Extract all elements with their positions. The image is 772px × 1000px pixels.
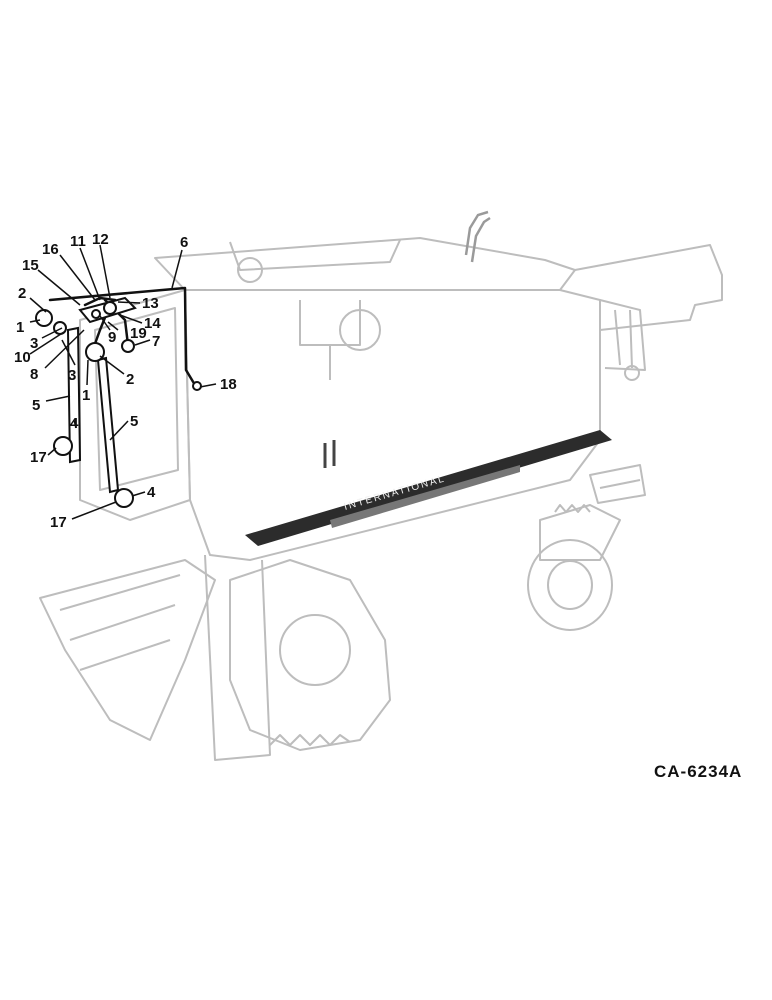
callout-14: 14 [144,315,161,332]
callout-4b: 4 [147,484,156,501]
leader-lines [29,244,217,520]
leader-4a [73,419,77,429]
callout-1b: 1 [82,387,90,404]
lamp-nut-left [53,321,67,335]
leader-18 [199,383,217,388]
callout-6: 6 [180,234,188,251]
leader-17b [71,501,117,520]
callout-9: 9 [108,329,116,346]
front-drive-wheel [229,559,391,751]
switch-body [91,309,101,319]
leader-2a [29,297,47,313]
callout-16: 16 [42,241,59,258]
callout-1a: 1 [16,319,24,336]
engine-detail [339,309,381,351]
lamp-arm-right [96,356,120,494]
lamp-right-upper [85,342,105,362]
leader-8 [44,329,85,369]
flood-lamp-right [114,488,134,508]
cab-window [94,307,179,491]
auger-pivot [624,365,640,381]
rear-wheel [527,539,613,631]
leader-2b [99,355,125,375]
leader-12 [99,244,111,299]
step-ladder [589,464,646,504]
deck-detail [237,257,263,283]
callout-11: 11 [70,233,86,250]
callout-3a: 3 [30,335,38,352]
leader-1a [29,319,41,323]
lamp-arm-left [66,326,82,464]
frame-leg [204,554,271,761]
callout-8: 8 [30,366,38,383]
callout-5b: 5 [130,413,138,430]
lamp-wiring-assembly [35,286,202,508]
leader-17a [47,447,57,456]
lamp-left-upper [35,309,53,327]
leader-14 [119,314,143,324]
leader-5a [45,395,71,402]
callout-2a: 2 [18,285,26,302]
callout-12: 12 [92,231,109,248]
wire-grommet [121,339,135,353]
callout-2b: 2 [126,371,134,388]
callout-labels: 16 11 12 6 15 13 2 9 14 19 1 3 7 10 8 3 … [14,231,237,531]
flood-lamp-left [53,436,73,456]
wheel-hub [279,614,351,686]
figure-reference-code: CA-6234A [654,762,742,781]
leader-4b [131,491,146,497]
callout-5a: 5 [32,397,40,414]
auger-support [599,299,646,371]
rear-hub [547,560,593,610]
leader-6 [171,249,183,289]
harness-wire [48,286,197,387]
wire-connector [192,381,202,391]
leader-13 [117,301,141,304]
leader-3b [61,339,76,366]
callout-3b: 3 [68,367,76,384]
leader-7 [134,339,151,346]
tire-tread [269,734,351,746]
engine-housing [299,300,361,380]
leader-9 [99,315,111,331]
leader-1b [86,359,89,386]
rear-axle-box [539,504,621,561]
tank-extension [229,239,401,271]
leader-11 [79,247,101,301]
switch-knob [103,301,117,315]
grain-tank-body [184,289,601,561]
callout-4a: 4 [70,415,79,432]
callout-18: 18 [220,376,237,393]
header-platform [39,559,216,741]
callout-7: 7 [152,333,160,350]
rear-gear [554,504,591,513]
side-stripe [245,430,612,546]
leader-3a [41,327,63,339]
header-reel [59,574,181,671]
callout-17a: 17 [30,449,47,466]
callout-15: 15 [22,257,39,274]
stripe-highlight [330,465,520,528]
leader-5b [109,420,129,441]
callout-10: 10 [14,349,31,366]
callout-13: 13 [142,295,159,312]
callout-17b: 17 [50,514,67,531]
unloader-auger [574,244,723,331]
leader-10 [29,331,65,355]
leader-15 [37,269,81,306]
ih-logo-marks [323,440,336,468]
callout-19: 19 [130,325,147,342]
leader-19 [107,321,119,331]
exhaust-stack [464,210,491,263]
cab-frame [79,289,191,521]
leader-16 [59,254,96,301]
